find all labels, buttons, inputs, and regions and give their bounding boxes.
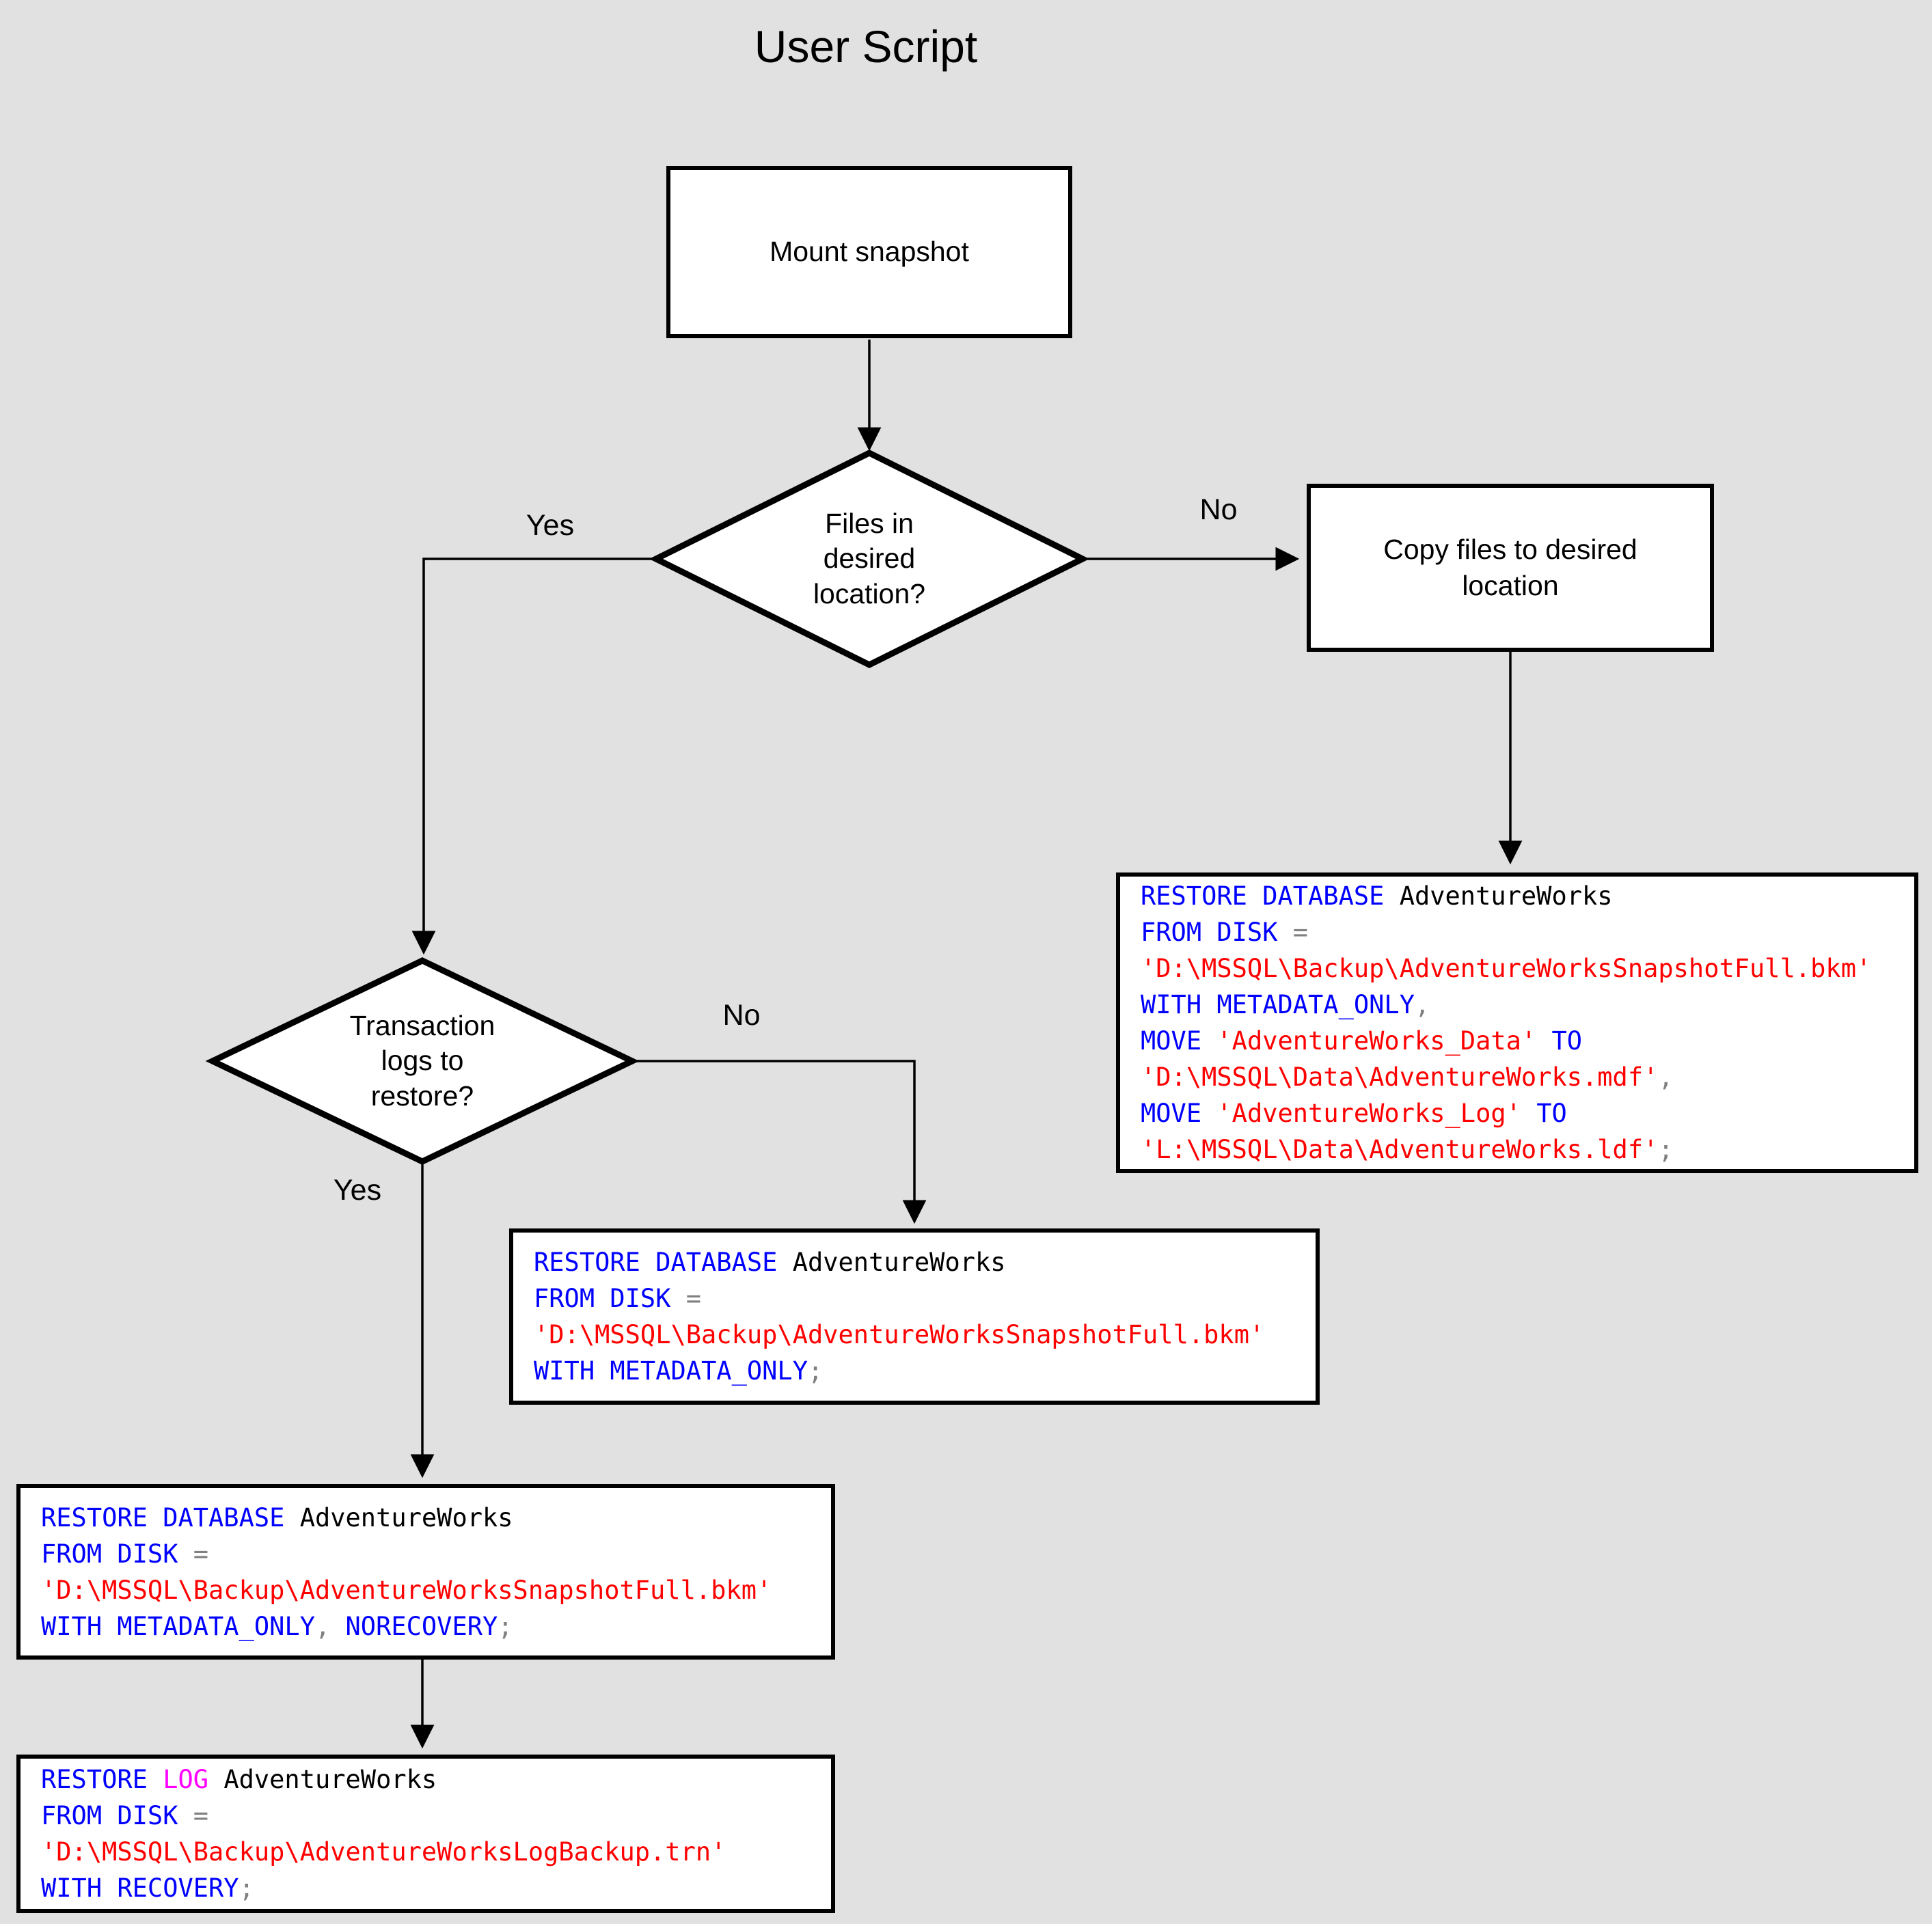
code-line: RESTORE DATABASE AdventureWorks	[534, 1248, 1006, 1277]
decision-files-label: Files in desired location?	[813, 508, 926, 609]
code-line: FROM DISK =	[1141, 918, 1309, 947]
decision-logs-label: Transaction logs to restore?	[349, 1010, 495, 1112]
code-line: RESTORE DATABASE AdventureWorks	[41, 1502, 513, 1533]
code-line: FROM DISK =	[41, 1539, 209, 1569]
process-box-copy-files: Copy files to desired location	[1307, 484, 1714, 652]
code-line: 'D:\MSSQL\Backup\AdventureWorksSnapshotF…	[534, 1320, 1265, 1349]
code-line: RESTORE DATABASE AdventureWorks	[1141, 881, 1613, 911]
diagram-title: User Script	[754, 21, 978, 72]
process-box-copy-files-label: Copy files to desired location	[1383, 533, 1637, 601]
process-box-mount-snapshot-label: Mount snapshot	[770, 236, 969, 268]
code-line: RESTORE LOG AdventureWorks	[41, 1765, 437, 1794]
decision-diamond-logs	[205, 957, 640, 1165]
edge-files-yes	[411, 558, 656, 955]
code-line: MOVE 'AdventureWorks_Data' TO	[1141, 1026, 1583, 1056]
code-line: 'D:\MSSQL\Backup\AdventureWorksSnapshotF…	[1141, 954, 1872, 983]
code-line: MOVE 'AdventureWorks_Log' TO	[1141, 1099, 1567, 1128]
code-line: WITH RECOVERY;	[41, 1873, 254, 1903]
code-line: WITH METADATA_ONLY;	[534, 1356, 824, 1386]
code-line: 'D:\MSSQL\Backup\AdventureWorksSnapshotF…	[41, 1575, 772, 1605]
edge-label-logs-yes: Yes	[333, 1174, 382, 1207]
edge-label-files-yes: Yes	[526, 509, 575, 542]
code-line: 'L:\MSSQL\Data\AdventureWorks.ldf';	[1141, 1135, 1674, 1164]
edge-label-files-no: No	[1199, 493, 1238, 526]
code-line: 'D:\MSSQL\Backup\AdventureWorksLogBackup…	[41, 1837, 726, 1867]
code-line: FROM DISK =	[534, 1284, 702, 1313]
decision-diamond-files	[649, 449, 1090, 669]
code-line: FROM DISK =	[41, 1801, 209, 1830]
code-line: 'D:\MSSQL\Data\AdventureWorks.mdf',	[1141, 1062, 1674, 1092]
edge-label-logs-no: No	[722, 999, 761, 1032]
code-line: WITH METADATA_ONLY, NORECOVERY;	[41, 1611, 513, 1641]
process-box-mount-snapshot: Mount snapshot	[666, 166, 1072, 338]
code-line: WITH METADATA_ONLY,	[1141, 990, 1430, 1019]
edge-logs-no	[632, 1060, 927, 1224]
